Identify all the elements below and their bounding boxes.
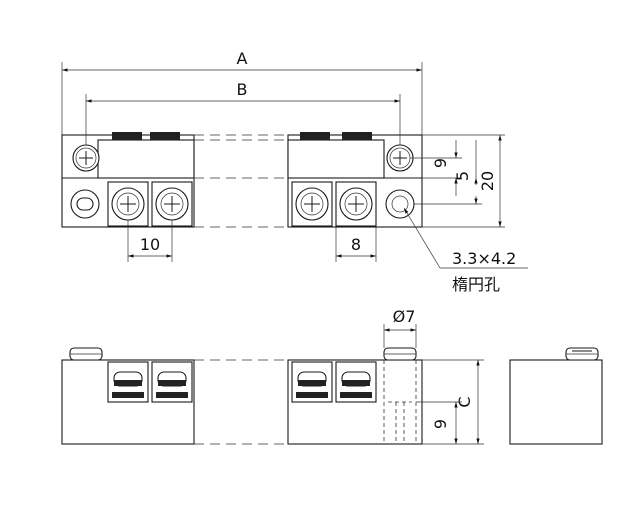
left-terminal-screw-2-icon [151, 181, 193, 227]
front-right-terminal-2-icon [335, 361, 377, 403]
right-mount-screw-icon [386, 144, 414, 172]
dim-5-label: 5 [453, 171, 472, 181]
front-left-terminal-1-icon [107, 361, 149, 403]
dim-20-label: 20 [478, 171, 497, 191]
front-left-terminal-2-icon [151, 361, 193, 403]
top-right-cover [287, 139, 385, 179]
dim-dia7-label: Ø7 [393, 307, 416, 326]
left-mount-screw-icon [72, 144, 100, 172]
front-right-terminal-1-icon [291, 361, 333, 403]
left-oblong-hole-icon [70, 189, 100, 219]
right-terminal-screw-2-icon [335, 181, 377, 227]
top-view: A B 10 8 9 5 20 [61, 49, 528, 294]
left-terminal-screw-1-icon [107, 181, 149, 227]
slot-size-note: 3.3×4.2 [452, 249, 516, 268]
dim-8-label: 8 [351, 235, 361, 254]
dim-10-label: 10 [140, 235, 160, 254]
dim-9-upper-label: 9 [431, 158, 450, 168]
dim-c-label: C [455, 396, 474, 407]
side-view [509, 347, 603, 445]
front-view: Ø7 C 9 [61, 307, 484, 445]
side-body [509, 359, 603, 445]
dim-a-label: A [237, 49, 248, 68]
right-oblong-hole-icon [385, 189, 415, 219]
dim-9-lower-label: 9 [431, 419, 450, 429]
right-terminal-screw-1-icon [291, 181, 333, 227]
slot-type-note: 楕円孔 [452, 275, 500, 294]
dim-b-label: B [237, 80, 248, 99]
top-left-cover [97, 139, 195, 179]
